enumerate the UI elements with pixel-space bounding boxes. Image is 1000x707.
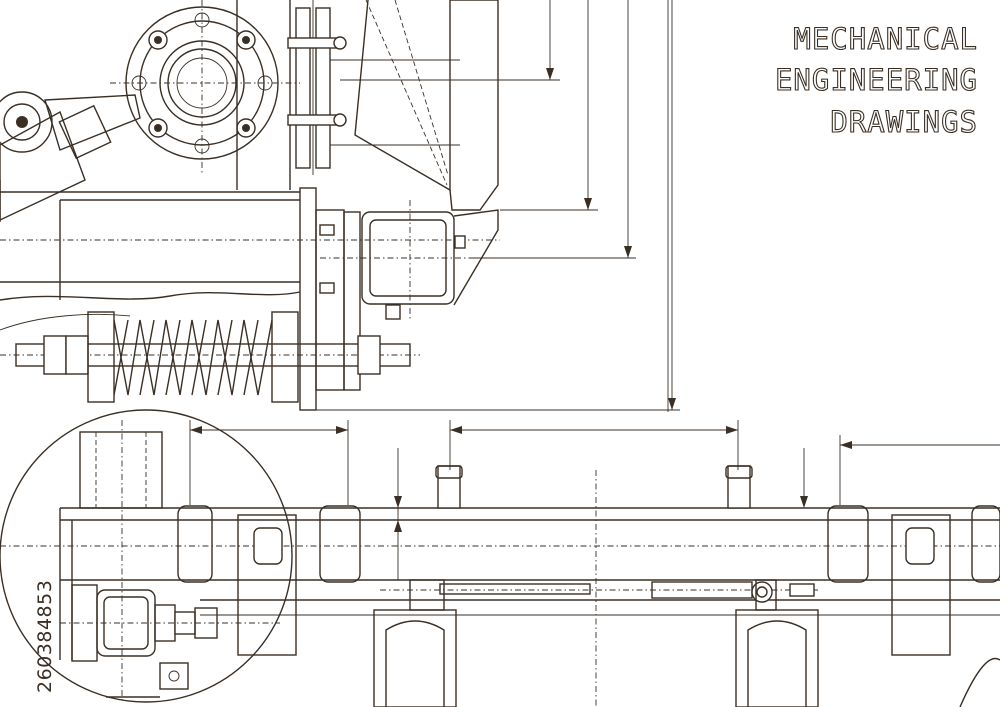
stock-image-id: 260384853	[4, 465, 56, 695]
detail-view-circle	[0, 409, 293, 703]
dimension-lines-upper	[300, 0, 680, 411]
title-line-3: DRAWINGS	[830, 105, 978, 139]
mounting-bracket	[299, 187, 499, 411]
flange-plates	[287, 0, 347, 175]
stock-image-id-text: 260384853	[34, 579, 56, 693]
flange-valve	[110, 0, 300, 175]
horizontal-shaft	[0, 191, 500, 331]
actuator-arm	[0, 91, 141, 222]
title-line-1: MECHANICAL	[793, 22, 978, 56]
chute	[330, 0, 499, 211]
title-line-2: ENGINEERING	[774, 63, 978, 97]
spring-assembly	[0, 311, 420, 403]
dimension-lines-lower	[189, 420, 1000, 707]
rail-assembly	[0, 465, 1000, 707]
